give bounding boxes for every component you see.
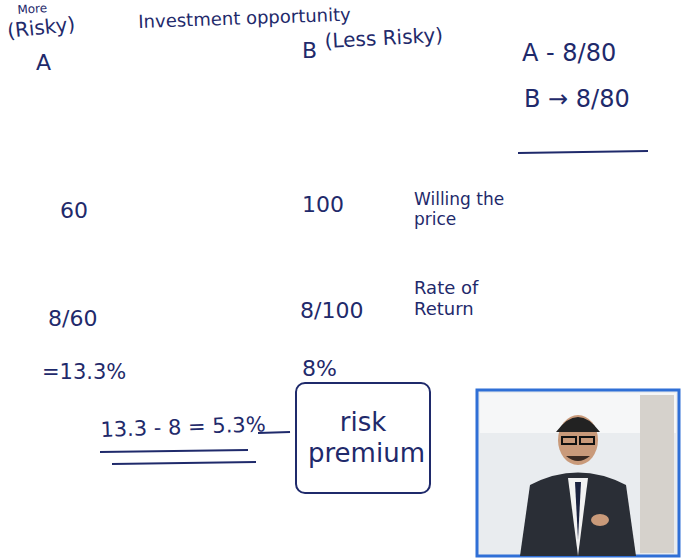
underline: [112, 462, 256, 464]
underline: [518, 151, 648, 153]
box-text: risk premium: [308, 407, 418, 469]
handwritten-note: 13.3 - 8 = 5.3%: [100, 412, 266, 442]
handwritten-note: A - 8/80: [522, 40, 616, 68]
handwritten-note: Investment opportunity: [138, 5, 351, 33]
handwritten-note: Willing the price: [414, 190, 514, 229]
handwritten-note: A: [36, 50, 51, 75]
handwritten-note: B: [302, 38, 317, 63]
handwritten-note: 8/100: [300, 298, 363, 323]
presenter-video: [477, 390, 679, 556]
underline: [100, 450, 248, 452]
handwritten-note: Rate of Return: [414, 278, 492, 319]
handwritten-note: (Less Risky): [324, 24, 444, 53]
handwritten-note: 8%: [302, 356, 337, 381]
handwritten-note: =13.3%: [42, 360, 126, 384]
handwritten-note: B → 8/80: [524, 86, 630, 114]
handwritten-note: 8/60: [48, 306, 97, 331]
note-box: risk premium: [295, 382, 431, 494]
handwritten-note: 60: [60, 198, 88, 223]
handwritten-note: (Risky): [6, 13, 76, 43]
handwritten-note: 100: [302, 192, 344, 217]
